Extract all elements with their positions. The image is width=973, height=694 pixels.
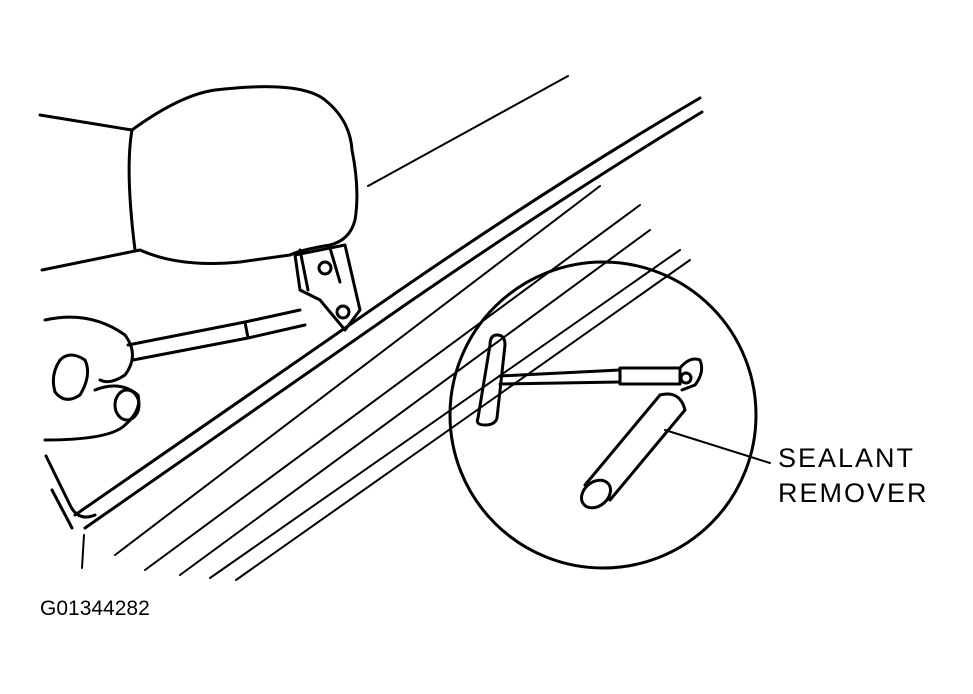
windshield-edge [44, 75, 704, 569]
detail-magnifier [448, 260, 758, 570]
sealant-remover-tool [475, 333, 704, 510]
callout-leader-line [664, 429, 771, 464]
callout-label: SEALANT REMOVER [778, 441, 929, 511]
cutting-tool-in-use [126, 243, 362, 362]
windshield-glass-lines [114, 185, 691, 581]
gloved-hand [38, 85, 359, 292]
figure-code: G01344282 [40, 597, 150, 620]
callout-label-line1: SEALANT [778, 443, 916, 473]
callout-label-line2: REMOVER [778, 478, 929, 508]
lower-hand [43, 315, 141, 442]
